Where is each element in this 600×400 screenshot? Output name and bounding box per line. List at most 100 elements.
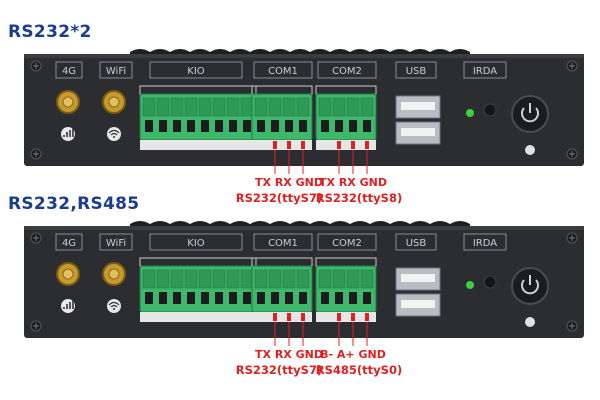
terminal-wire-hole	[145, 120, 153, 132]
terminal-wire-hole	[321, 292, 329, 304]
terminal-screw-slot	[198, 97, 212, 117]
com2-port-name: RS232(ttyS8)	[316, 191, 402, 205]
terminal-screw-slot	[254, 269, 268, 289]
power-glyph-arc	[521, 107, 539, 123]
panel-label: COM1	[268, 238, 298, 249]
terminal-wire-hole	[285, 120, 293, 132]
section-title-rs232x2: RS232*2	[8, 22, 92, 42]
signal-bars-glyph	[63, 300, 74, 309]
panel-label: KIO	[187, 66, 205, 77]
signal-bars-glyph	[63, 128, 74, 137]
panel-label-box	[99, 61, 133, 79]
chassis-top-edge	[24, 226, 584, 230]
panel-label-box	[55, 233, 83, 251]
panel-label-box	[395, 233, 437, 251]
com1-port-name: RS232(ttyS7)	[236, 363, 322, 377]
terminal-wire-hole	[363, 292, 371, 304]
screw-slot	[33, 151, 39, 157]
power-icon	[511, 267, 549, 305]
terminal-screw-slot	[360, 97, 374, 117]
antenna-core	[62, 96, 74, 108]
pin-marker	[351, 141, 355, 149]
terminal-screw-slot	[346, 97, 360, 117]
section-title-rs232-rs485: RS232,RS485	[8, 194, 140, 214]
terminal-screw-slot	[170, 97, 184, 117]
terminal-wire-hole	[145, 292, 153, 304]
terminal-screw-slot	[282, 269, 296, 289]
terminal-screw-slot	[296, 97, 310, 117]
wifi-glyph	[108, 129, 120, 136]
terminal-screw-slot	[282, 97, 296, 117]
power-small-icon	[525, 317, 535, 327]
signal-bars-icon	[61, 127, 75, 141]
wifi-glyph	[108, 301, 120, 308]
panel-label: COM2	[332, 66, 362, 77]
power-small-icon	[525, 145, 535, 155]
terminal-wire-hole	[335, 120, 343, 132]
panel-label-box	[149, 233, 243, 251]
terminal-screw-slot	[240, 269, 254, 289]
panel-label-box	[55, 61, 83, 79]
terminal-wire-hole	[215, 292, 223, 304]
terminal-wire-hole	[243, 292, 251, 304]
usb-port-tongue	[401, 102, 435, 110]
terminal-label-strip	[252, 312, 312, 322]
panel-label: 4G	[62, 238, 76, 249]
terminal-screw-slot	[142, 269, 156, 289]
terminal-screw-slot	[318, 97, 332, 117]
terminal-screw-slot	[268, 97, 282, 117]
terminal-wire-hole	[299, 292, 307, 304]
com1-port-name: RS232(ttyS7)	[236, 191, 322, 205]
terminal-screw-slot	[346, 269, 360, 289]
panel-label-box	[395, 61, 437, 79]
terminal-screw-slot	[254, 97, 268, 117]
terminal-wire-hole	[187, 292, 195, 304]
panel-label: 4G	[62, 66, 76, 77]
screw-slot	[569, 151, 575, 157]
com2-pin-labels: B- A+ GND	[320, 348, 386, 361]
terminal-screw-slot	[332, 269, 346, 289]
com2-pin-labels: TX RX GND	[319, 176, 387, 189]
panel-label-box	[99, 233, 133, 251]
panel-label-box	[253, 61, 313, 79]
com2-port-name: RS485(ttyS0)	[316, 363, 402, 377]
pin-marker	[337, 141, 341, 149]
status-led	[466, 109, 474, 117]
terminal-wire-hole	[229, 292, 237, 304]
terminal-wire-hole	[257, 292, 265, 304]
screw-slot	[33, 235, 39, 241]
usb-port-tongue	[401, 300, 435, 308]
terminal-label-strip	[252, 140, 312, 150]
panel-label: KIO	[187, 238, 205, 249]
terminal-wire-hole	[321, 120, 329, 132]
terminal-wire-hole	[271, 292, 279, 304]
status-led	[466, 281, 474, 289]
com1-pin-labels: TX RX GND	[255, 348, 323, 361]
terminal-screw-slot	[318, 269, 332, 289]
terminal-wire-hole	[257, 120, 265, 132]
panel-label: COM1	[268, 66, 298, 77]
panel-label: IRDA	[473, 66, 497, 77]
screw-slot	[33, 63, 39, 69]
screw-slot	[569, 323, 575, 329]
panel-label: USB	[406, 238, 427, 249]
terminal-wire-hole	[173, 120, 181, 132]
terminal-wire-hole	[243, 120, 251, 132]
terminal-screw-slot	[184, 97, 198, 117]
panel-label: IRDA	[473, 238, 497, 249]
pin-marker	[301, 313, 305, 321]
terminal-wire-hole	[349, 292, 357, 304]
terminal-wire-hole	[215, 120, 223, 132]
pin-marker	[301, 141, 305, 149]
wifi-dot	[113, 136, 115, 138]
pin-marker	[365, 313, 369, 321]
terminal-screw-slot	[360, 269, 374, 289]
terminal-screw-slot	[156, 97, 170, 117]
terminal-wire-hole	[201, 120, 209, 132]
terminal-wire-hole	[299, 120, 307, 132]
signal-bars-icon	[61, 299, 75, 313]
terminal-label-strip	[140, 312, 256, 322]
terminal-screw-slot	[226, 97, 240, 117]
terminal-wire-hole	[201, 292, 209, 304]
